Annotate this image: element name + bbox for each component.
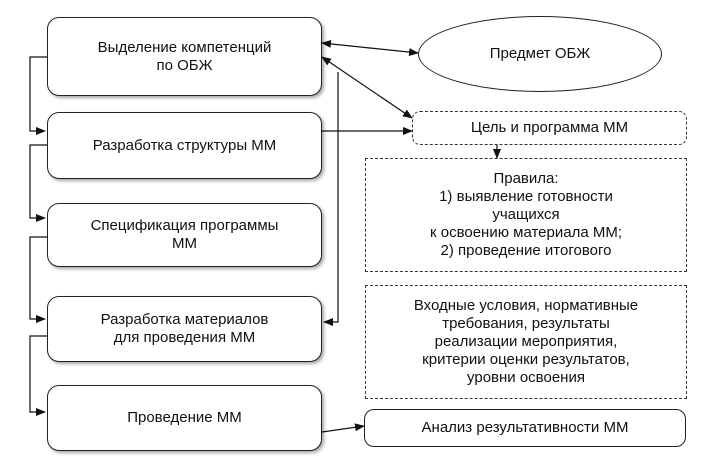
connector-competencies-goal (321, 56, 413, 119)
step-structure: Разработка структуры ММ (47, 112, 322, 179)
analysis-box: Анализ результативности ММ (364, 409, 686, 447)
connector-step2-step3 (29, 144, 47, 222)
goal-box: Цель и программа ММ (412, 111, 687, 145)
connector-conduct-analysis (321, 423, 365, 433)
connector-competencies-subject (321, 39, 419, 57)
connector-step3-step4 (29, 236, 47, 323)
connector-step1-step2 (29, 56, 47, 135)
step-competencies: Выделение компетенций по ОБЖ (47, 17, 322, 96)
step-materials: Разработка материалов для проведения ММ (47, 296, 322, 362)
step-specification: Спецификация программы ММ (47, 203, 322, 267)
rules-box: Правила: 1) выявление готовности учащихс… (365, 158, 687, 272)
conditions-box: Входные условия, нормативные требования,… (365, 285, 687, 399)
subject-ellipse: Предмет ОБЖ (418, 16, 662, 92)
step-conduct: Проведение ММ (47, 385, 322, 451)
connector-feedback-line (323, 72, 339, 326)
connector-step4-step5 (29, 335, 47, 416)
